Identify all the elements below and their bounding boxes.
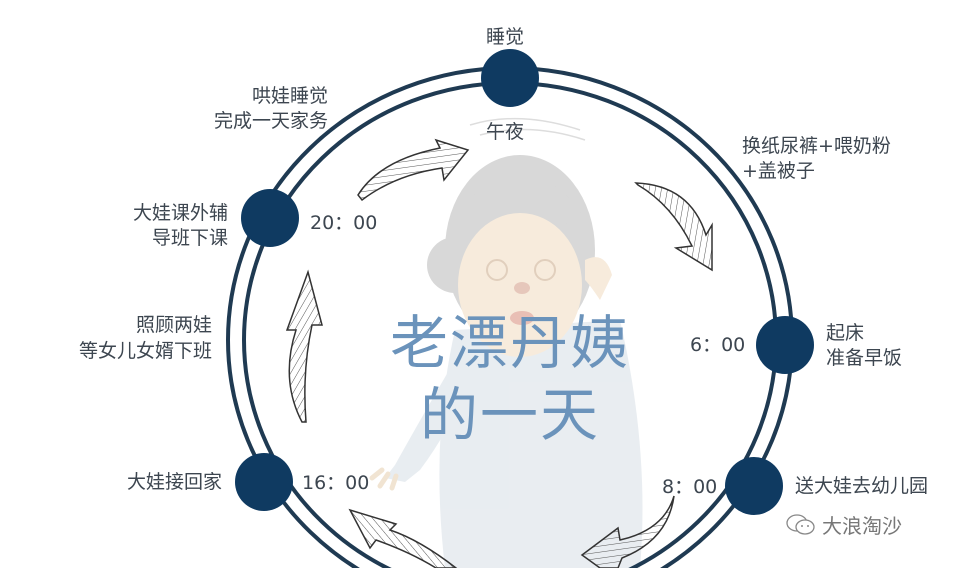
label-evening-1: 哄娃睡觉 xyxy=(251,85,328,107)
label-six-2: 准备早饭 xyxy=(826,347,903,369)
title-line-1: 老漂丹姨 xyxy=(389,309,630,377)
node-six xyxy=(756,316,814,374)
time-six: 6：00 xyxy=(690,334,746,356)
label-after-midnight-1: 换纸尿裤+喂奶粉 xyxy=(742,135,891,157)
label-sleep: 睡觉 xyxy=(486,26,525,48)
label-evening-2: 完成一天家务 xyxy=(213,110,328,132)
label-twenty-2: 导班下课 xyxy=(151,227,228,249)
label-afternoon-2: 等女儿女婿下班 xyxy=(78,340,212,362)
label-eight: 送大娃去幼儿园 xyxy=(795,475,929,497)
grandma-illustration xyxy=(369,155,643,568)
arrow-to-eight xyxy=(580,495,675,568)
node-twenty xyxy=(241,189,299,247)
title-line-2: 的一天 xyxy=(419,381,600,449)
node-midnight xyxy=(481,49,539,107)
label-six-1: 起床 xyxy=(826,322,865,344)
label-sixteen: 大娃接回家 xyxy=(126,471,222,493)
label-after-midnight-2: +盖被子 xyxy=(742,160,815,182)
watermark: 大浪淘沙 xyxy=(786,510,902,539)
watermark-text: 大浪淘沙 xyxy=(822,514,902,538)
time-eight: 8：00 xyxy=(662,476,718,498)
label-midnight: 午夜 xyxy=(486,121,525,143)
wechat-icon xyxy=(786,513,815,535)
arrow-after-midnight xyxy=(634,182,713,272)
time-sixteen: 16：00 xyxy=(302,472,370,494)
time-twenty: 20：00 xyxy=(310,212,378,234)
arrow-from-sixteen xyxy=(348,508,458,568)
node-sixteen xyxy=(235,453,293,511)
arrow-evening xyxy=(357,138,470,202)
node-eight xyxy=(725,457,783,515)
arrow-afternoon xyxy=(285,269,323,423)
label-twenty-1: 大娃课外辅 xyxy=(132,202,228,224)
label-afternoon-1: 照顾两娃 xyxy=(135,314,212,336)
